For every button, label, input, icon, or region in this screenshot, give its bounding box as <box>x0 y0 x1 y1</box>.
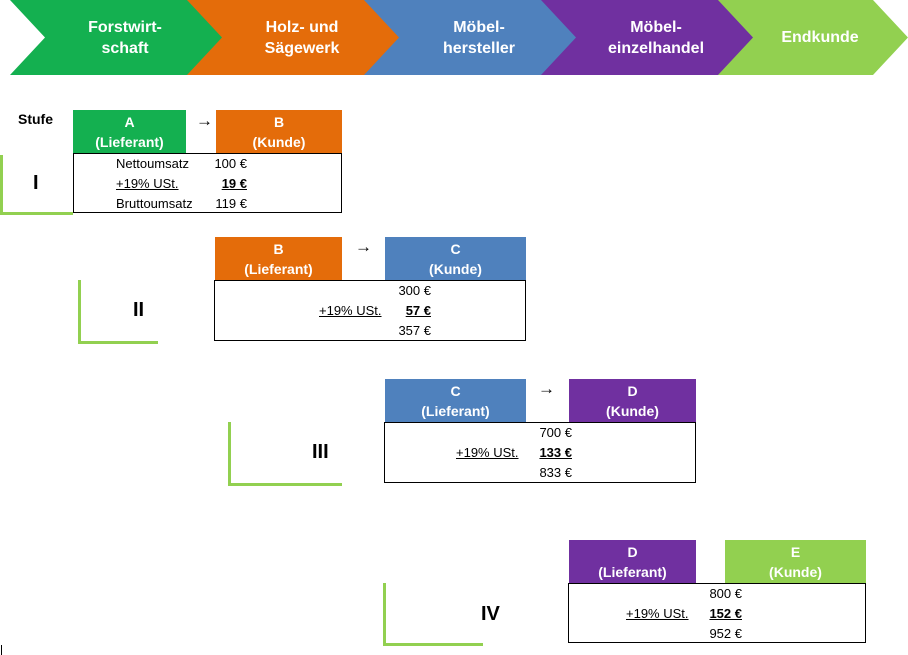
stage-1-roman: I <box>33 172 39 194</box>
stage-2-table: 300 € +19% USt. 57 € 357 € <box>214 280 526 341</box>
stage-1-bracket <box>0 155 73 215</box>
stage-1-vat-row: +19% USt. 19 € <box>74 174 341 194</box>
stage-3-supplier-letter: C <box>450 382 461 399</box>
stage-3-gross-row: 833 € <box>385 463 695 483</box>
stage-1-customer-header: B (Kunde) <box>216 110 342 153</box>
chain-step-forstwirtschaft: Forstwirt- schaft <box>10 0 226 75</box>
stage-3-supplier-header: C (Lieferant) <box>385 379 526 422</box>
stage-1-customer-letter: B <box>273 113 285 130</box>
stage-2-vat-underline: +19% USt. <box>319 301 433 321</box>
stage-2-supplier-role: (Lieferant) <box>244 260 313 277</box>
stage-2-net-value: 300 € <box>398 283 431 298</box>
stage-1-vat-value: 19 € <box>221 176 247 191</box>
stage-1-table: Nettoumsatz 100 € +19% USt. 19 € Bruttou… <box>73 153 342 213</box>
stage-1-gross-value: 119 € <box>215 196 247 211</box>
stage-1-net-label: Nettoumsatz <box>116 156 189 171</box>
stage-4-roman: IV <box>481 603 500 625</box>
stage-3-vat-underline: +19% USt. <box>456 443 574 463</box>
stage-2-supplier-header: B (Lieferant) <box>215 237 342 280</box>
stage-3-supplier-role: (Lieferant) <box>421 402 490 419</box>
stage-4-vat-underline: +19% USt. <box>626 604 744 624</box>
stage-2-roman: II <box>133 299 145 321</box>
stage-1-arrow-icon: → <box>196 111 213 130</box>
stufe-label: Stufe <box>18 111 53 127</box>
stage-3-customer-role: (Kunde) <box>606 402 659 419</box>
stage-2-gross-row: 357 € <box>215 321 525 341</box>
stage-1-customer-role: (Kunde) <box>252 133 306 150</box>
chain-step-holz-saegewerk: Holz- und Sägewerk <box>187 0 403 75</box>
stage-3-vat-row: +19% USt. 133 € <box>385 443 695 463</box>
stage-4-net-row: 800 € <box>569 584 865 604</box>
stage-2-vat-label: +19% USt. <box>319 303 382 318</box>
stage-4-customer-role: (Kunde) <box>769 563 822 580</box>
chain-step-moebelhersteller: Möbel- hersteller <box>364 0 580 75</box>
stage-1-supplier-letter: A <box>124 113 135 130</box>
stage-1-gross-row: Bruttoumsatz 119 € <box>74 194 341 214</box>
stage-4-supplier-role: (Lieferant) <box>598 563 667 580</box>
stage-4-table: 800 € +19% USt. 152 € 952 € <box>568 583 866 643</box>
stage-4-vat-row: +19% USt. 152 € <box>569 604 865 624</box>
stage-4-vat-value: 152 € <box>709 606 742 621</box>
stage-4-gross-row: 952 € <box>569 624 865 644</box>
stage-3-vat-value: 133 € <box>539 445 572 460</box>
stage-1-net-value: 100 € <box>214 156 247 171</box>
stage-4-bracket <box>383 583 483 646</box>
stage-2-customer-letter: C <box>450 240 461 257</box>
stage-4-supplier-letter: D <box>627 543 638 560</box>
edge-tick <box>1 645 2 655</box>
stage-2-arrow-icon: → <box>355 237 372 256</box>
stage-2-supplier-letter: B <box>273 240 284 257</box>
stage-2-bracket <box>78 280 158 344</box>
stage-1-supplier-header: A (Lieferant) <box>73 110 186 153</box>
stage-2-vat-value: 57 € <box>405 303 431 318</box>
stage-1-net-row: Nettoumsatz 100 € <box>74 154 341 174</box>
stage-3-customer-header: D (Kunde) <box>569 379 696 422</box>
stage-3-gross-value: 833 € <box>539 465 572 480</box>
chain-step-moebeleinzelhandel: Möbel- einzelhandel <box>541 0 757 75</box>
stage-4-supplier-header: D (Lieferant) <box>569 540 696 583</box>
stage-1-supplier-role: (Lieferant) <box>95 133 164 150</box>
stage-3-customer-letter: D <box>627 382 638 399</box>
stage-2-net-row: 300 € <box>215 281 525 301</box>
stage-1-vat-label: +19% USt. <box>116 176 179 191</box>
stage-3-table: 700 € +19% USt. 133 € 833 € <box>384 422 696 483</box>
stage-2-vat-row: +19% USt. 57 € <box>215 301 525 321</box>
stage-2-customer-header: C (Kunde) <box>385 237 526 280</box>
stage-4-gross-value: 952 € <box>709 626 742 641</box>
stage-4-net-value: 800 € <box>709 586 742 601</box>
stage-1-vat-underline: +19% USt. <box>116 174 248 194</box>
stage-3-roman: III <box>312 441 329 463</box>
stage-4-customer-letter: E <box>790 543 801 560</box>
stage-3-net-value: 700 € <box>539 425 572 440</box>
stage-3-arrow-icon: → <box>538 379 555 398</box>
stage-3-net-row: 700 € <box>385 423 695 443</box>
stage-1-gross-label: Bruttoumsatz <box>116 196 193 211</box>
stage-3-vat-label: +19% USt. <box>456 445 519 460</box>
stage-2-gross-value: 357 € <box>398 323 431 338</box>
stage-3-bracket <box>228 422 342 486</box>
stage-2-customer-role: (Kunde) <box>429 260 482 277</box>
stage-4-customer-header: E (Kunde) <box>725 540 866 583</box>
stage-4-vat-label: +19% USt. <box>626 606 689 621</box>
